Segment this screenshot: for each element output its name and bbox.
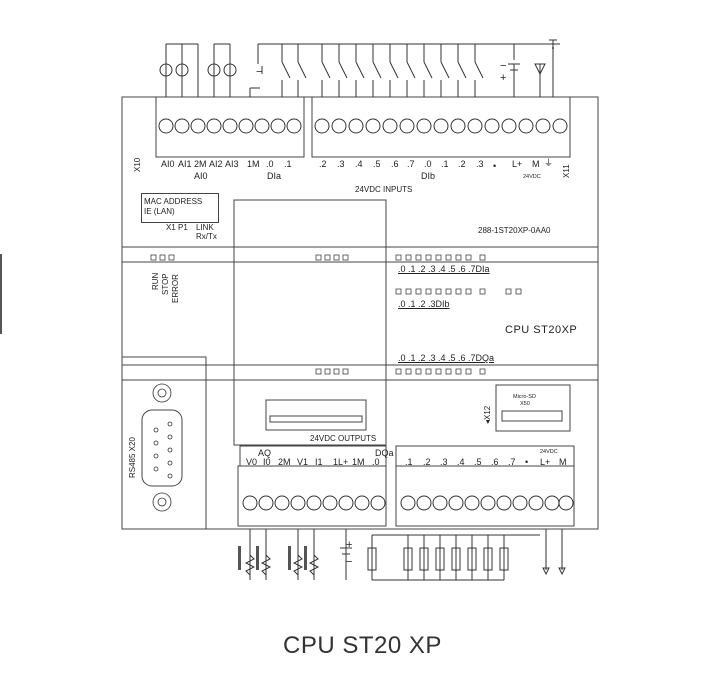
dia-0: .0 — [266, 159, 274, 169]
center-cover — [233, 199, 387, 446]
top-terminal-block-right — [311, 96, 571, 158]
dib-7: .7 — [407, 159, 415, 169]
top-terminal-block-left — [155, 96, 305, 158]
mac-address-plate — [141, 193, 219, 223]
aq-v1: V1 — [297, 457, 309, 467]
x1p1-label: X1 P1 — [166, 223, 188, 232]
status-leds — [150, 254, 522, 375]
dib-1b: .1 — [441, 159, 449, 169]
mac-line-1: MAC ADDRESS — [144, 197, 203, 206]
mac-line-2: IE (LAN) — [144, 207, 175, 216]
dq-7: .7 — [508, 457, 516, 467]
analog-output-load-marks — [238, 546, 307, 570]
x10-label: X10 — [133, 157, 142, 172]
dqa-status-row: .0 .1 .2 .3 .4 .5 .6 .7DQa — [398, 353, 495, 363]
bottom-power-m: M — [559, 457, 567, 467]
x11-label: X11 — [562, 164, 571, 178]
inputs-title: 24VDC INPUTS — [355, 185, 413, 194]
analog-in-2: AI2 — [209, 159, 223, 169]
dq-group-label: DQa — [375, 448, 394, 458]
microsd-line-2: X50 — [520, 401, 530, 407]
rs485-label: RS485 X20 — [128, 437, 137, 478]
left-edge-tab — [0, 254, 2, 334]
dib-0b: .0 — [424, 159, 432, 169]
bottom-dot: • — [525, 457, 529, 467]
model-label: CPU ST20XP — [505, 324, 578, 336]
bottom-wiring — [244, 529, 566, 581]
analog-in-2m: 2M — [194, 159, 207, 169]
top-screw-terminals — [158, 118, 568, 134]
dia-status-row: .0 .1 .2 .3 .4 .5 .6 .7DIa — [398, 264, 490, 274]
rxtx-label: Rx/Tx — [196, 232, 217, 241]
dib-3b: .3 — [476, 159, 484, 169]
aq-v0: V0 — [246, 457, 258, 467]
dia-1: .1 — [284, 159, 292, 169]
dq-6: .6 — [491, 457, 499, 467]
top-supply-plus: + — [500, 72, 507, 84]
dq-1: .1 — [405, 457, 413, 467]
dib-2b: .2 — [458, 159, 466, 169]
bottom-power-caption: 24VDC — [540, 449, 558, 455]
led-error-label: ERROR — [171, 274, 180, 303]
dq-3: .3 — [440, 457, 448, 467]
microsd-line-1: Micro-SD — [513, 394, 536, 400]
aq-group-label: AQ — [258, 448, 272, 458]
x12-label: ◂X12 — [483, 405, 492, 424]
dib-3: .3 — [337, 159, 345, 169]
bottom-supply-plus: + — [346, 539, 353, 551]
order-number: 288-1ST20XP-0AA0 — [478, 226, 551, 235]
top-wiring — [159, 39, 560, 97]
rs485-housing — [121, 356, 207, 530]
dib-status-row: .0 .1 .2 .3DIb — [398, 299, 450, 309]
dib-5: .5 — [373, 159, 381, 169]
dq-2: .2 — [423, 457, 431, 467]
dib-4: .4 — [355, 159, 363, 169]
dia-1m: 1M — [247, 159, 260, 169]
outputs-title: 24VDC OUTPUTS — [310, 434, 377, 443]
led-run-label: RUN — [151, 272, 160, 290]
rs485-connector — [141, 409, 183, 487]
analog-in-1: AI1 — [178, 159, 192, 169]
top-dot: • — [493, 161, 497, 171]
top-supply-minus: − — [500, 60, 507, 72]
led-stop-label: STOP — [161, 273, 170, 295]
aq-i0: I0 — [263, 457, 271, 467]
aq-i1: I1 — [315, 457, 323, 467]
rs485-pins — [152, 383, 173, 512]
power-m: M — [532, 159, 540, 169]
dq-4: .4 — [457, 457, 465, 467]
dq-1lplus: 1L+ — [333, 457, 349, 467]
ground-icon: ⏚ — [544, 158, 554, 168]
dib-6: .6 — [391, 159, 399, 169]
dib-2: .2 — [319, 159, 327, 169]
microsd-card — [501, 410, 563, 422]
aq-2m: 2M — [278, 457, 291, 467]
analog-sensor-icon — [159, 63, 173, 77]
dq-1m: 1M — [352, 457, 365, 467]
bottom-power-lplus: L+ — [540, 457, 551, 467]
dq-0: .0 — [372, 457, 380, 467]
analog-in-0: AI0 — [161, 159, 175, 169]
left-supply-minus: − — [256, 66, 263, 78]
expansion-slot — [265, 399, 367, 431]
analog-in-3: AI3 — [225, 159, 239, 169]
link-label: LINK — [196, 223, 214, 232]
device-caption: CPU ST20 XP — [283, 632, 442, 659]
bottom-screw-terminals — [242, 495, 574, 511]
analog-group-label: AI0 — [194, 171, 208, 181]
power-lplus: L+ — [512, 159, 523, 169]
dq-5: .5 — [474, 457, 482, 467]
dib-group-label: DIb — [421, 171, 436, 181]
bottom-supply-minus: − — [346, 556, 353, 568]
microsd-slot — [495, 384, 571, 432]
power-caption: 24VDC — [523, 174, 541, 180]
dia-group-label: DIa — [267, 171, 282, 181]
